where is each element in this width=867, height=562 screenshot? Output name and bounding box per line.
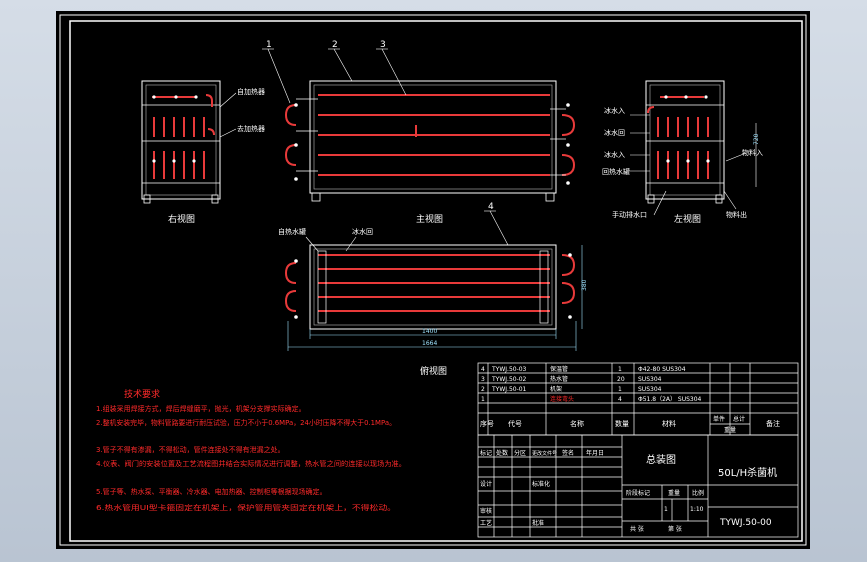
annotation-right-1: 去加热器 [237,124,265,133]
bom-header-total: 总计 [733,415,745,423]
product-name: 50L/H杀菌机 [718,466,777,479]
main-view-title: 主视图 [416,213,443,225]
left-view-title: 左视图 [674,213,701,225]
bom-row-2-qty: 20 [617,376,625,383]
bom-row-2-no: 3 [481,376,485,383]
bom-header-weight: 重量 [724,426,736,434]
bom-header-code: 代号 [508,419,522,428]
bom-row-3-no: 2 [481,386,485,393]
bom-header-qty: 数量 [615,419,629,428]
title-block [477,434,799,538]
tb-row-doc: 更改文件号 [532,450,557,457]
annotation-right-0: 自加热器 [237,87,265,96]
bom-row-4-name: 连接弯头 [550,395,574,403]
bom-row-1-qty: 1 [618,366,622,373]
tech-requirement-line-3: 3.管子不得有渗漏，不得松动，管件连接处不得有泄漏之处。 [96,445,285,454]
drawing-name: 总装图 [646,453,676,466]
bom-row-1-code: TYWJ.50-03 [491,366,527,373]
tb-approve: 批准 [532,519,544,527]
tech-requirement-line-5: 5.管子等、热水泵、平衡器、冷水器、电加热器、控制柜等根据现场确定。 [96,487,327,496]
cad-drawing: 自加热器 去加热器 右视图 [59,14,807,546]
tb-row-zone: 分区 [514,449,526,457]
tb-scale: 1:10 [690,506,704,513]
annotation-left-0: 冰水入 [604,106,625,115]
tb-sheet-count: 1 [664,506,668,513]
left-view: 冰水入 冰水回 冰水入 回热水罐 手动排水口 物料入 物料出 720 左视图 [602,80,763,225]
title-block-text: 标记 处数 分区 更改文件号 签名 年月日 设计 标准化 审核 工艺 批准 总装… [480,449,777,533]
annotation-left-6: 物料出 [726,210,747,219]
bom-row-1-no: 4 [481,366,485,373]
part-leaders [262,48,509,246]
bom-row-2-material: SUS304 [638,376,662,383]
tb-row-mark: 标记 [480,449,492,457]
bom-header-remark: 备注 [766,419,780,428]
tb-sheet: 第 张 [668,525,682,533]
tb-row-sign: 签名 [562,449,574,457]
bom-header-material: 材料 [662,419,676,428]
bom-row-3-code: TYWJ.50-01 [491,386,527,393]
tb-design: 设计 [480,480,492,488]
dimension-width: 380 [581,279,588,291]
bom-row-2-code: TYWJ.50-02 [491,376,527,383]
bom-header-no: 序号 [480,419,494,428]
inner-border [69,20,803,542]
annotation-left-2: 冰水入 [604,150,625,159]
annotation-left-4: 手动排水口 [612,210,647,219]
tech-requirement-line-4: 4.仪表、阀门的安装位置及工艺流程图并结合实际情况进行调整，热水管之间的连接以现… [96,459,406,468]
bom-row-4-qty: 4 [618,396,622,403]
right-view: 自加热器 去加热器 右视图 [141,80,265,225]
bom-row-2-name: 热水管 [550,375,568,383]
tech-requirement-line-6: 6.热水管用UI型卡箍固定在机架上，保护管用管夹固定在机架上，不得松动。 [96,503,396,512]
bom-row-1-material: Φ42-80 SUS304 [638,366,686,373]
top-view: 1400 1664 380 自热水罐 冰水回 俯视图 [278,227,588,377]
drawing-sheet: 自加热器 去加热器 右视图 [56,11,810,549]
top-view-title: 俯视图 [420,365,447,377]
part-number-3: 3 [380,40,386,50]
part-number-2: 2 [332,40,338,50]
drawing-number: TYWJ.50-00 [719,518,772,528]
bom-row-3-material: SUS304 [638,386,662,393]
right-view-title: 右视图 [168,213,195,225]
bom-header-unit: 单件 [713,415,725,423]
tech-requirement-line-2: 2.整机安装完毕，物料管路要进行耐压试验，压力不小于0.6MPa，24小时压降不… [96,418,396,427]
bom-row-4-material: Φ51.8（2A） SUS304 [638,396,702,403]
part-number-1: 1 [266,40,272,50]
bom-row-3-name: 机架 [550,385,562,393]
tb-sheet-total: 共 张 [630,525,644,533]
tb-standard: 标准化 [532,480,550,488]
main-view: 主视图 [284,80,576,225]
bom-row-4-no: 1 [481,396,485,403]
bom-rows: 4 TYWJ.50-03 保温管 1 Φ42-80 SUS304 3 TYWJ.… [480,365,780,434]
part-number-4: 4 [488,202,494,212]
bom-row-1-name: 保温管 [550,365,568,373]
dimension-length: 1400 [422,328,437,335]
annotation-left-3: 回热水罐 [602,167,630,176]
tech-requirements: 技术要求 1.组装采用焊接方式，焊后焊缝磨平，抛光，机架分支撑实际确定。 2.整… [96,388,406,512]
annotation-left-1: 冰水回 [604,128,625,137]
annotation-top-1: 冰水回 [352,227,373,236]
tb-scale-label: 比例 [692,489,704,497]
dimension-overall-length: 1664 [422,340,437,347]
tech-requirements-title: 技术要求 [124,388,160,400]
tb-weight-label: 重量 [668,489,680,497]
tb-row-count: 处数 [496,449,508,457]
tb-process: 工艺 [480,519,492,527]
annotation-top-0: 自热水罐 [278,227,306,236]
tb-stage-label: 阶段标记 [626,489,650,497]
tech-requirement-line-1: 1.组装采用焊接方式，焊后焊缝磨平，抛光，机架分支撑实际确定。 [96,404,306,413]
dimension-height: 720 [753,133,760,145]
tb-row-date: 年月日 [586,449,604,457]
annotation-left-5: 物料入 [742,148,763,157]
tb-check: 审核 [480,507,492,515]
outer-border [59,14,807,546]
bom-row-3-qty: 1 [618,386,622,393]
bom-header-name: 名称 [570,419,584,428]
